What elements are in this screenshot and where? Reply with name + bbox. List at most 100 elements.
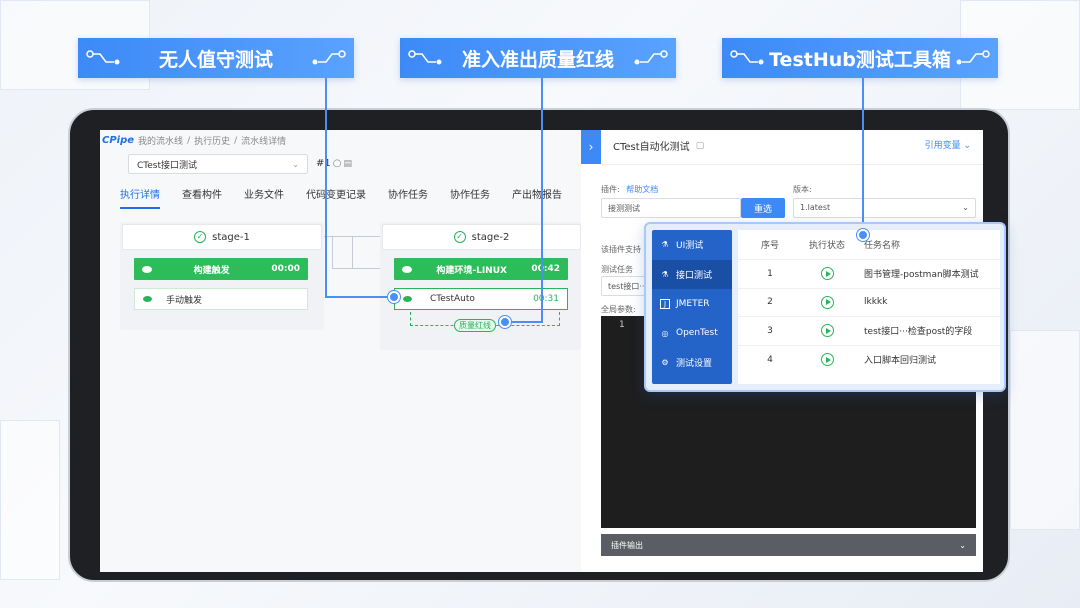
callout-anchor-dot [388,291,400,303]
callout-connector [325,78,327,297]
job-time: 00:00 [271,264,300,274]
job-name: 构建环境-LINUX [436,265,507,276]
callout-label: 无人值守测试 [158,48,273,71]
task-name: 图书管理-postman脚本测试 [864,270,979,281]
tab-collab-tasks-2[interactable]: 协作任务 [450,190,490,201]
task-name: 入口脚本回归测试 [864,356,937,367]
job-time: 00:31 [533,294,559,304]
job-build-env-linux[interactable]: 构建环境-LINUX 00:42 [394,258,568,280]
table-row[interactable]: 3 test接口···检查post的字段 [738,317,1000,346]
document-icon[interactable]: ▤ [343,158,352,169]
callout-connector [325,296,393,298]
table-row[interactable]: 4 入口脚本回归测试 [738,346,1000,375]
version-value: 1.latest [800,203,831,212]
collapse-chevron-icon[interactable]: › [581,130,601,164]
callout-connector [541,78,543,322]
reselect-button[interactable]: 重选 [741,198,785,218]
stage-name: stage-2 [471,231,510,243]
tab-execution-detail[interactable]: 执行详情 [120,186,160,209]
tab-business-files[interactable]: 业务文件 [244,190,284,201]
circuit-icon [408,50,442,65]
status-cell [802,353,852,367]
reference-variables-link[interactable]: 引用变量 ⌄ [925,138,971,151]
row-no: 4 [767,354,773,365]
pipeline-select-value: CTest接口测试 [137,160,198,171]
menu-item-label: 测试设置 [676,359,713,370]
menu-item-ui-test[interactable]: ⚗ UI测试 [652,230,732,260]
quality-gate-badge[interactable]: 质量红线 [454,319,496,332]
circuit-icon [634,50,668,65]
plugin-title-text: CTest自动化测试 [613,142,690,153]
plugin-label: 插件: 帮助文档 [601,184,658,195]
table-header: 序号 执行状态 任务名称 [738,230,1000,260]
breadcrumb-item[interactable]: 我的流水线 [138,137,184,147]
menu-item-test-settings[interactable]: ⚙ 测试设置 [652,348,732,378]
version-label: 版本: [793,185,812,194]
chevron-down-icon: ⌄ [963,141,971,151]
breadcrumb-separator: / [234,135,238,146]
play-icon[interactable] [820,267,834,281]
breadcrumb-item[interactable]: 执行历史 [194,137,231,147]
job-manual-trigger[interactable]: 手动触发 [134,288,308,310]
eye-icon [402,265,412,273]
status-cell [802,267,852,281]
reference-variables-label: 引用变量 [924,141,961,151]
job-build-trigger[interactable]: 构建触发 00:00 [134,258,308,280]
gear-icon: ⚙ [661,358,669,368]
refresh-icon[interactable]: ○ [332,158,342,169]
play-icon[interactable] [820,353,834,367]
menu-item-opentest[interactable]: ◎ OpenTest [652,319,732,349]
pipeline-select[interactable]: CTest接口测试 ⌄ [128,154,308,174]
play-icon[interactable] [820,295,834,309]
help-doc-link[interactable]: 帮助文档 [626,185,659,194]
breadcrumb-item: 流水线详情 [241,137,287,147]
breadcrumb-separator: / [187,135,191,146]
eye-icon [143,296,152,302]
testhub-popup: ⚗ UI测试 ⚗ 接口测试 J JMETER ◎ OpenTest ⚙ 测试设置… [644,222,1006,392]
column-header-status: 执行状态 [808,241,845,251]
menu-item-api-test[interactable]: ⚗ 接口测试 [652,259,732,289]
callout-label: 准入准出质量红线 [461,48,614,71]
plugin-input[interactable]: 接测测试 [601,198,741,218]
chevron-down-icon: ⌄ [292,159,299,169]
stage-1-header: ✓ stage-1 [122,224,322,250]
divider [601,164,983,165]
task-name: test接口···检查post的字段 [864,327,973,338]
tab-artifacts[interactable]: 查看构件 [182,190,222,201]
menu-item-label: UI测试 [676,241,704,252]
line-number: 1 [619,320,625,330]
circuit-icon [86,50,120,65]
pipeline-tabs: 执行详情 查看构件 业务文件 代码变更记录 协作任务 协作任务 产出物报告 [120,186,584,209]
check-icon: ✓ [194,231,207,243]
version-select[interactable]: 1.latest ⌄ [793,198,976,218]
circuit-icon [956,50,990,65]
menu-item-jmeter[interactable]: J JMETER [652,289,732,319]
tab-collab-tasks[interactable]: 协作任务 [388,190,428,201]
menu-item-label: OpenTest [676,328,718,339]
table-row[interactable]: 1 图书管理-postman脚本测试 [738,260,1000,289]
cpipe-logo: CPipe [102,135,135,146]
eye-icon [403,296,412,302]
plugin-output-bar[interactable]: 插件输出 ⌄ [601,534,976,556]
callout-label: TestHub测试工具箱 [769,48,951,71]
chevron-down-icon: ⌄ [959,540,966,550]
row-no: 3 [767,325,773,336]
run-number-text: #1 [316,158,331,169]
play-icon[interactable] [820,324,834,338]
row-no: 1 [767,268,773,279]
task-label: 测试任务 [601,265,633,274]
job-name: 手动触发 [166,295,203,306]
callout-testhub: TestHub测试工具箱 [722,38,998,78]
tab-output-report[interactable]: 产出物报告 [512,190,562,201]
tab-code-changes[interactable]: 代码变更记录 [306,190,366,201]
flask-icon: ⚗ [661,269,669,279]
edit-icon[interactable]: ▢ [695,140,705,151]
flow-connector [332,268,380,269]
callout-anchor-dot [499,316,511,328]
menu-item-label: JMETER [676,298,710,309]
jmeter-icon: J [660,298,670,309]
table-row[interactable]: 2 lkkkk [738,289,1000,317]
callout-connector [862,78,864,230]
circuit-icon [730,50,764,65]
background-block [1010,330,1080,530]
